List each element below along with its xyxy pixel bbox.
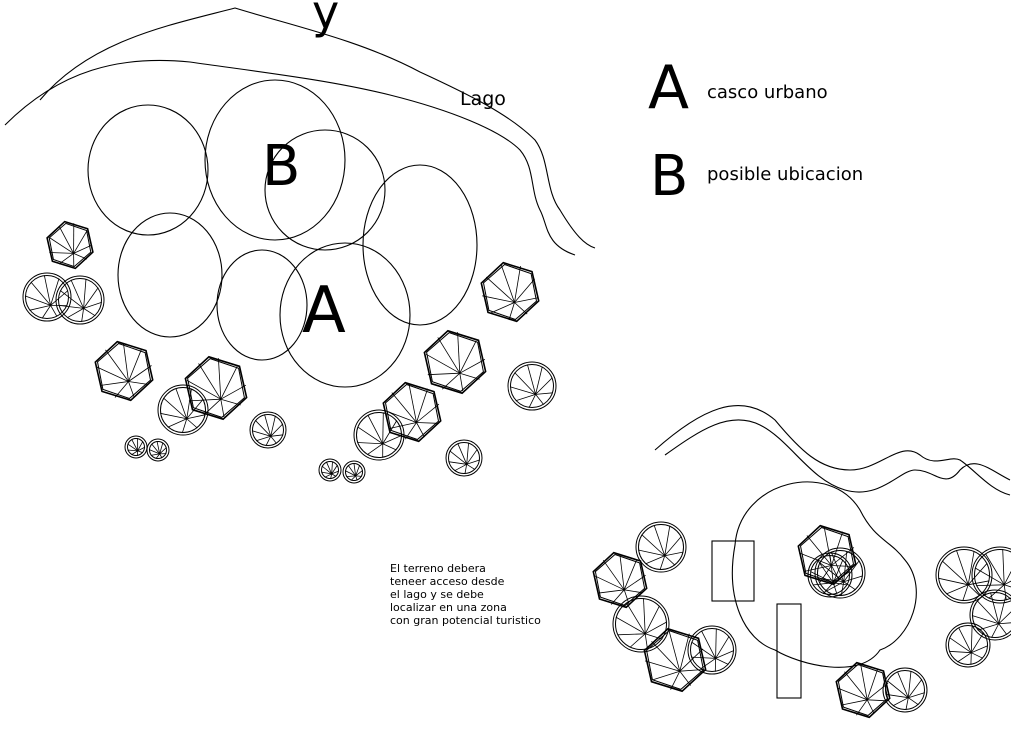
tree-icon [945, 622, 991, 668]
tree-icon [971, 546, 1011, 604]
tree-icon [184, 355, 248, 421]
trees-group [22, 220, 1011, 719]
tree-icon [612, 595, 670, 653]
legend-b-text: posible ubicacion [707, 164, 863, 185]
tree-icon [969, 589, 1011, 641]
tree-icon [592, 551, 648, 609]
heading-fragment: y [312, 0, 339, 39]
tree-icon [423, 329, 487, 395]
tree-icon [55, 275, 105, 325]
inset-building-2 [776, 603, 802, 699]
zone-a-label: A [302, 274, 346, 348]
tree-icon [249, 411, 287, 449]
zone-a-bubble-right [362, 164, 478, 326]
note-line-5: con gran potencial turistico [390, 614, 541, 627]
note-line-1: El terreno debera [390, 562, 486, 575]
legend-a-letter: A [648, 53, 689, 123]
tree-icon [124, 435, 148, 459]
tree-icon [643, 627, 707, 693]
zone-b-bubble-left [87, 104, 209, 236]
lake-shoreline-outer [39, 7, 596, 249]
note-line-4: localizar en una zona [390, 601, 507, 614]
legend-b-letter: B [650, 144, 688, 209]
tree-icon [94, 340, 154, 402]
zone-a-bubble-center [216, 249, 308, 361]
inset-hill-line-1 [654, 405, 1011, 496]
tree-icon [157, 384, 209, 436]
tree-icon [445, 439, 483, 477]
note-line-2: teneer acceso desde [390, 575, 505, 588]
tree-icon [342, 460, 366, 484]
tree-icon [687, 625, 737, 675]
zone-b-label: B [262, 134, 300, 199]
legend-a-text: casco urbano [707, 82, 828, 103]
zone-a-bubble-left [117, 212, 223, 338]
tree-icon [935, 546, 993, 604]
tree-icon [46, 220, 94, 270]
tree-icon [882, 667, 928, 713]
tree-icon [507, 361, 557, 411]
inset-building-1 [711, 540, 755, 602]
zone-a-bubble-main [279, 242, 411, 388]
inset-zone-bubble [731, 481, 917, 668]
lake-label: Lago [460, 88, 506, 110]
tree-icon [318, 458, 342, 482]
tree-icon [146, 438, 170, 462]
tree-icon [807, 552, 853, 598]
lake-shoreline-inner [4, 59, 576, 256]
note-line-3: el lago y se debe [390, 588, 484, 601]
tree-icon [382, 381, 442, 443]
tree-icon [480, 261, 540, 323]
inset-hill-line-2 [664, 419, 1011, 493]
zone-b-bubble-mid [264, 129, 386, 251]
tree-icon [635, 521, 687, 573]
tree-icon [835, 661, 891, 719]
zone-b-bubble-center [204, 79, 346, 241]
